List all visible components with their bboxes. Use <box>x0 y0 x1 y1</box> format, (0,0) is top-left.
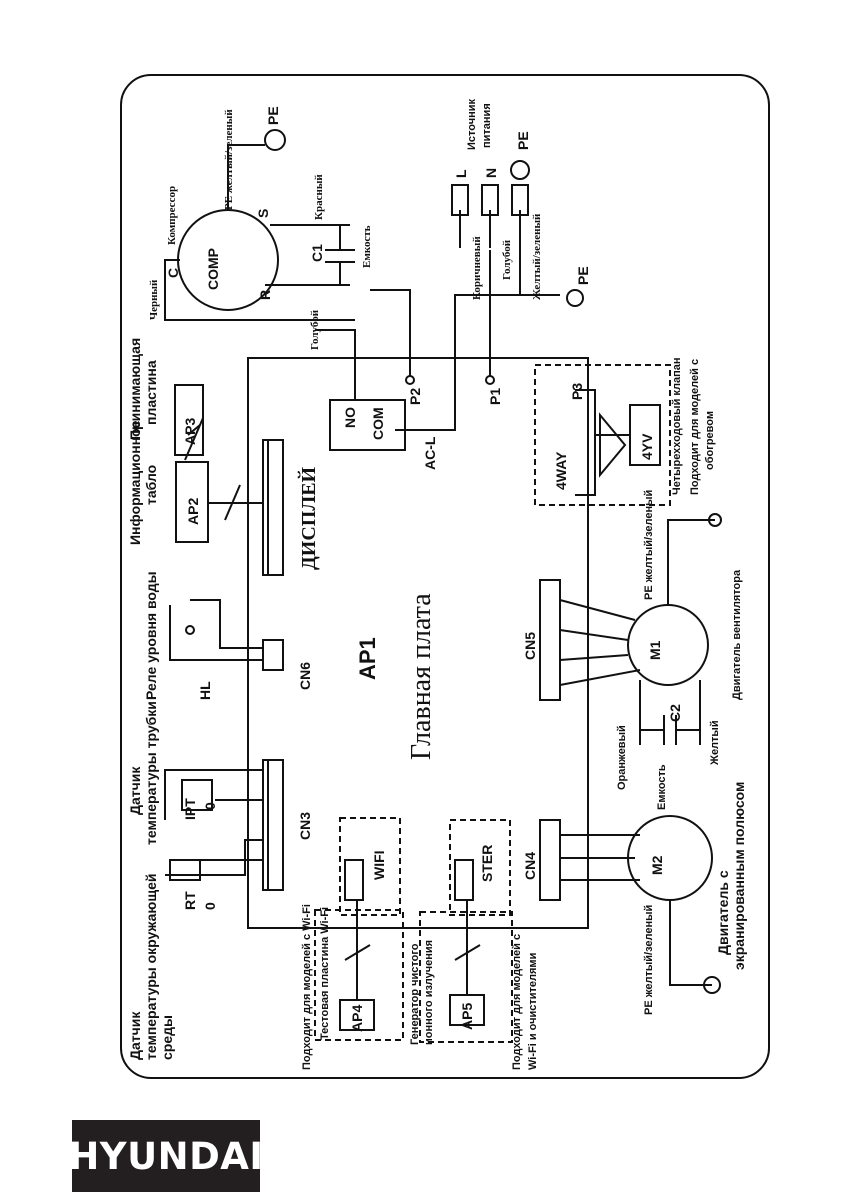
fouryv-label: 4YV <box>639 433 655 460</box>
main-board-id: AP1 <box>355 637 380 680</box>
acl-label: AC-L <box>422 436 438 470</box>
shielded-motor-line1: Двигатель с <box>715 870 731 955</box>
cn6-connector <box>262 639 284 671</box>
ster-label: STER <box>479 845 495 882</box>
no-label: NO <box>342 407 358 428</box>
terminal-pe <box>511 184 529 216</box>
yellow-green-label: Желтый/зеленый <box>531 213 543 300</box>
pipe-sensor-line2: температуры трубки <box>143 701 159 845</box>
heating-models-line2: обогревом <box>704 411 716 470</box>
wifi-cleaner-line1: Подходит для моделей с <box>511 934 523 1070</box>
p2-label: P2 <box>407 388 423 405</box>
ipt-symbol: 0 <box>202 802 218 810</box>
m1-motor <box>627 604 709 686</box>
rt-label: RT <box>182 891 198 910</box>
display-connector <box>262 439 284 576</box>
four-way-label: 4WAY <box>553 451 569 490</box>
heating-models-line1: Подходит для моделей с <box>689 359 701 495</box>
red-wire-label: Красный <box>313 174 325 220</box>
cn3-connector <box>262 759 284 891</box>
ster-connector <box>454 859 474 901</box>
m2-motor <box>627 815 713 901</box>
wifi-test-board-label: Тестовая пластина Wi-Fi <box>319 907 331 1040</box>
comp-label: COMP <box>205 248 221 290</box>
blue-wire-label: Голубой <box>309 309 321 350</box>
terminal-n <box>481 184 499 216</box>
com-label: COM <box>370 407 386 440</box>
power-source-line2: питания <box>481 103 493 148</box>
main-board-title: Главная плата <box>406 593 437 760</box>
m2-label: M2 <box>649 855 665 875</box>
comp-pe-label: PE желтый/зеленый <box>223 109 235 210</box>
pe-right-label: PE <box>515 131 531 150</box>
main-board-outline <box>247 357 589 929</box>
cn4-label: CN4 <box>522 852 538 880</box>
ipt-label: IPT <box>182 798 198 820</box>
cn5-label: CN5 <box>522 632 538 660</box>
info-display-line1: Информационное <box>127 420 143 545</box>
comp-r-label: R <box>257 290 273 300</box>
ambient-sensor-line3: среды <box>159 1015 175 1060</box>
ap4-label: AP4 <box>349 1005 365 1032</box>
four-way-valve-label: Четырехходовый клапан <box>671 357 683 495</box>
ster-module-dashed <box>449 819 511 916</box>
power-source-line1: Источник <box>466 98 478 150</box>
display-label: ДИСПЛЕЙ <box>297 466 320 570</box>
m2-capacity-label: Емкость <box>656 764 668 810</box>
black-wire-label: Черный <box>148 279 160 320</box>
yellow-wire-label: Желтый <box>709 720 721 766</box>
shielded-motor-line2: экранированным полюсом <box>731 782 747 970</box>
ap5-label: AP5 <box>459 1003 475 1030</box>
compressor-label: Компрессор <box>166 186 178 245</box>
m1-pe-label: PE желтый/зеленый <box>643 490 655 600</box>
m2-pe-label: PE желтый/зеленый <box>643 905 655 1015</box>
wifi-connector <box>344 859 364 901</box>
cn5-connector <box>539 579 561 701</box>
ion-generator-line1: Генератор чистого <box>409 943 421 1045</box>
cn4-connector <box>539 819 561 901</box>
ambient-sensor-line2: температуры окружающей <box>143 873 159 1060</box>
p1-label: P1 <box>487 388 503 405</box>
p3-label: P3 <box>569 383 585 400</box>
pe-top-label: PE <box>265 106 281 125</box>
c2-label: C2 <box>667 704 683 722</box>
ion-generator-line2: ионного излучения <box>423 940 435 1045</box>
ap4-dashed-area <box>314 909 404 1041</box>
fan-motor-label: Двигатель вентилятора <box>731 569 743 700</box>
terminal-l-label: L <box>453 169 469 178</box>
wifi-label: WIFI <box>371 850 387 880</box>
c1-label: C1 <box>309 244 325 262</box>
pipe-sensor-line1: Датчик <box>127 766 143 815</box>
four-way-module-dashed <box>534 364 671 506</box>
terminal-n-label: N <box>483 168 499 178</box>
m1-label: M1 <box>647 640 663 660</box>
capacity-label: Емкость <box>361 225 373 268</box>
cn6-label: CN6 <box>297 662 313 690</box>
ambient-sensor-line1: Датчик <box>127 1011 143 1060</box>
ap2-label: AP2 <box>185 498 201 525</box>
hl-label: HL <box>197 681 213 700</box>
wifi-cleaner-line2: Wi-Fi и очистителями <box>527 953 539 1070</box>
receiving-board-line1: Принимающая <box>127 338 143 440</box>
pe-mid-label: PE <box>575 266 591 285</box>
terminal-l <box>451 184 469 216</box>
rt-symbol: 0 <box>202 902 218 910</box>
comp-c-label: C <box>165 268 181 278</box>
wifi-models-label: Подходит для моделей с Wi-Fi <box>301 904 313 1070</box>
brown-wire-label: Коричневый <box>471 236 483 300</box>
brand-logo: HYUNDAI <box>68 1120 263 1192</box>
info-display-line2: табло <box>143 465 159 505</box>
wifi-module-dashed <box>339 817 401 916</box>
orange-wire-label: Оранжевый <box>616 725 628 790</box>
ap3-label: AP3 <box>182 418 198 445</box>
relay-box <box>329 399 406 451</box>
receiving-board-line2: пластина <box>143 360 159 425</box>
diagram-frame <box>120 74 770 1079</box>
cn3-label: CN3 <box>297 812 313 840</box>
comp-s-label: S <box>255 209 271 218</box>
water-relay-label: Реле уровня воды <box>143 571 159 700</box>
blue-wire-label-2: Голубой <box>501 239 513 280</box>
